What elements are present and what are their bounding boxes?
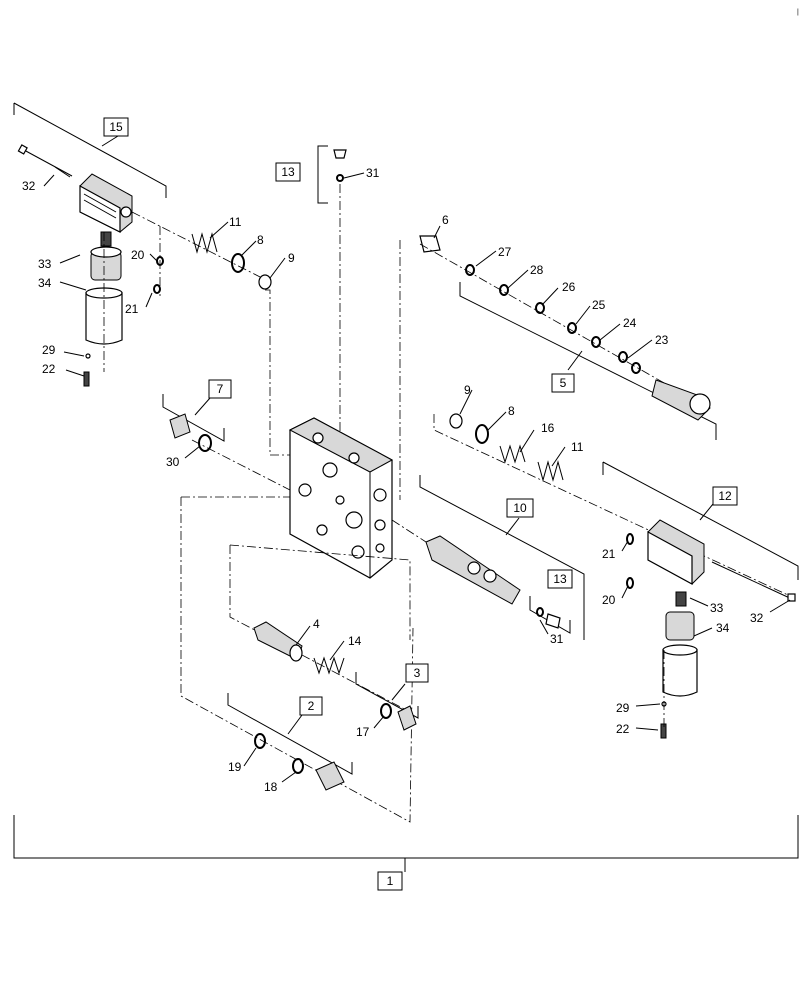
callout-8-upper: 8	[257, 233, 264, 247]
callout-34-left: 34	[38, 276, 52, 290]
callout-29-left: 29	[42, 343, 56, 357]
part-label-10: 10	[513, 501, 527, 515]
callout-32-left: 32	[22, 179, 36, 193]
callout-24: 24	[623, 316, 637, 330]
boxed-label-5: 5	[551, 373, 575, 393]
callout-19: 19	[228, 760, 242, 774]
callout-20-right: 20	[602, 593, 616, 607]
boxed-label-1: 1	[377, 871, 403, 891]
part-label-12: 12	[718, 489, 732, 503]
callout-33-left: 33	[38, 257, 52, 271]
valve-body	[288, 417, 394, 579]
boxed-label-12: 12	[712, 486, 738, 506]
group-7-plug	[162, 394, 291, 491]
callout-22-left: 22	[42, 362, 56, 376]
group-5-relief-valve	[399, 235, 717, 500]
callout-17: 17	[356, 725, 370, 739]
leader-lines	[43, 172, 791, 783]
callout-4: 4	[313, 617, 320, 631]
callout-9-upper: 9	[288, 251, 295, 265]
callout-26: 26	[562, 280, 576, 294]
callout-18: 18	[264, 780, 278, 794]
callout-22-right: 22	[616, 722, 630, 736]
callout-29-right: 29	[616, 701, 630, 715]
callout-28: 28	[530, 263, 544, 277]
part-label-13: 13	[281, 165, 295, 179]
callout-21-right: 21	[602, 547, 616, 561]
callout-23: 23	[655, 333, 669, 347]
callout-14: 14	[348, 634, 362, 648]
group-13-plug-top	[317, 145, 347, 440]
group-13-plug-lower	[529, 596, 571, 634]
spring-set-upper-left	[191, 232, 290, 456]
callout-34-right: 34	[716, 621, 730, 635]
callout-20-left: 20	[131, 248, 145, 262]
part-label-13b: 13	[553, 572, 567, 586]
callout-32-right: 32	[750, 611, 764, 625]
assembly-bracket-1	[13, 815, 799, 872]
callout-8-right: 8	[508, 404, 515, 418]
boxed-label-13-lower: 13	[547, 569, 573, 589]
part-label-5: 5	[560, 376, 567, 390]
group-12-solenoid-right	[602, 461, 799, 739]
callout-16: 16	[541, 421, 555, 435]
spool-4-and-spring-14	[253, 621, 345, 675]
part-label-3: 3	[414, 666, 421, 680]
boxed-label-13-top: 13	[275, 162, 301, 182]
callout-9-right: 9	[464, 383, 471, 397]
boxed-label-3: 3	[405, 663, 429, 683]
callout-25: 25	[592, 298, 606, 312]
boxed-label-7: 7	[208, 379, 232, 399]
group-15-solenoid-left	[13, 102, 271, 387]
part-label-2: 2	[308, 699, 315, 713]
callout-30: 30	[166, 455, 180, 469]
boxed-label-2: 2	[299, 696, 323, 716]
callout-27: 27	[498, 245, 512, 259]
part-label-15: 15	[109, 120, 123, 134]
callout-11-right: 11	[571, 440, 584, 454]
boxed-label-15: 15	[103, 117, 129, 137]
group-2-plug	[227, 693, 353, 791]
group-3-cap	[355, 672, 419, 731]
corner-mark: |	[797, 9, 799, 16]
callout-numbers: 32 33 34 29 22 20 21 11 8 9 31 6 27 28 2…	[22, 166, 764, 794]
group-10-spool	[391, 475, 585, 640]
part-label-7: 7	[217, 382, 224, 396]
callout-21-left: 21	[125, 302, 139, 316]
part-label-1: 1	[387, 874, 394, 888]
callout-31-top: 31	[366, 166, 380, 180]
boxed-label-10: 10	[506, 498, 534, 518]
callout-6: 6	[442, 213, 449, 227]
callout-31-lower: 31	[550, 632, 564, 646]
callout-11-upper: 11	[229, 215, 242, 229]
callout-33-right: 33	[710, 601, 724, 615]
